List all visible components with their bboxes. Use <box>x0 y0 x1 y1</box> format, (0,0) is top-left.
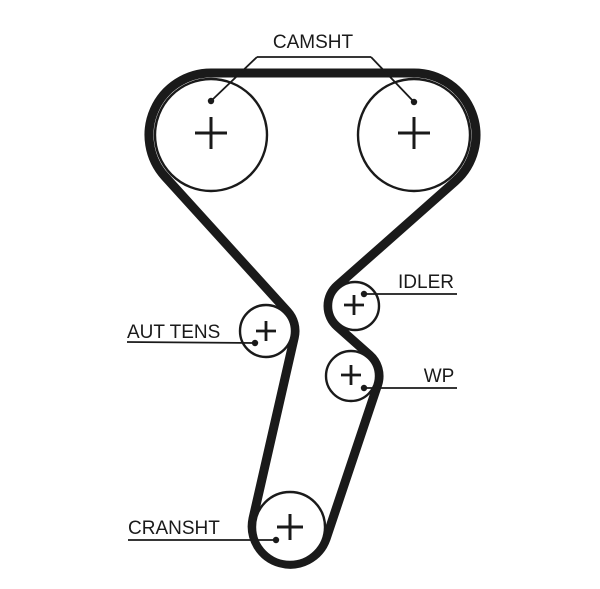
pulley-label-aut-tens: AUT TENS <box>127 322 220 343</box>
plus-mark-icon-idler <box>344 295 364 315</box>
pulley-label-camsht: CAMSHT <box>273 32 354 53</box>
plus-mark-icon-camshaft-right <box>398 117 430 149</box>
leader-dot-aut-tens-0 <box>251 339 259 347</box>
leader-dot-idler-0 <box>360 290 368 298</box>
leader-line-aut-tens-0 <box>126 341 256 344</box>
leader-line-camsht-1 <box>210 56 258 102</box>
leader-dot-camsht-0 <box>207 97 215 105</box>
leader-dot-cransht-0 <box>272 536 280 544</box>
plus-mark-icon-camshaft-left <box>195 117 227 149</box>
plus-mark-icon-crankshaft <box>277 514 303 540</box>
plus-mark-icon-water-pump <box>341 365 361 385</box>
pulley-label-idler: IDLER <box>398 272 454 293</box>
plus-mark-icon-aut-tens <box>256 321 276 341</box>
belt-path <box>144 68 481 569</box>
pulley-label-cransht: CRANSHT <box>128 518 220 539</box>
leader-dot-camsht-1 <box>410 98 418 106</box>
leader-dot-wp-0 <box>360 384 368 392</box>
pulley-label-wp: WP <box>424 366 455 387</box>
leader-line-camsht-2 <box>370 56 415 103</box>
